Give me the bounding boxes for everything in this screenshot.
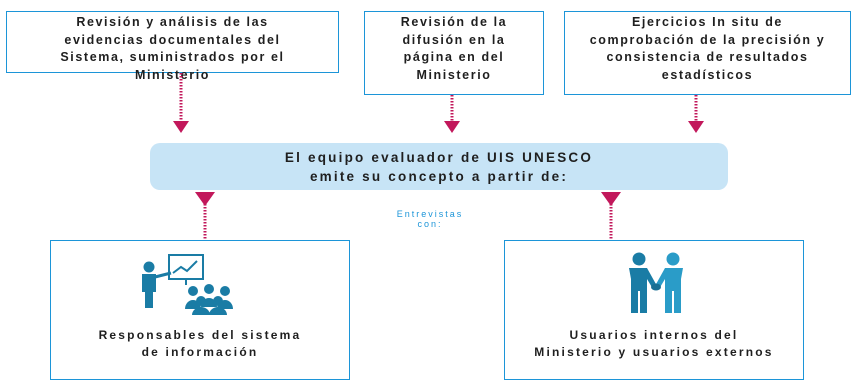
system-managers-label: Responsables del sistema de información xyxy=(51,327,349,361)
website-review-line: página en del xyxy=(403,50,505,64)
users-box: Usuarios internos del Ministerio y usuar… xyxy=(504,240,804,380)
users-line: Ministerio y usuarios externos xyxy=(534,345,774,359)
evaluator-line: El equipo evaluador de UIS UNESCO xyxy=(284,150,594,165)
website-review-line: Revisión de la xyxy=(400,15,508,29)
users-label: Usuarios internos del Ministerio y usuar… xyxy=(505,327,803,361)
document-review-line: Revisión y análisis de las xyxy=(76,15,269,29)
interviews-line: con: xyxy=(417,219,443,229)
document-review-line: evidencias documentales del xyxy=(64,32,281,47)
document-review-box: Revisión y análisis de las evidencias do… xyxy=(6,11,339,82)
in-situ-line: Ejercicios In situ de xyxy=(631,15,783,29)
connector-evaluator-to-system-managers xyxy=(195,192,215,240)
document-review-line: Sistema, suministrados por el xyxy=(60,50,285,64)
system-managers-box: Responsables del sistema de información xyxy=(50,240,350,380)
in-situ-line: consistencia de resultados xyxy=(606,50,809,64)
presenter-audience-icon xyxy=(142,254,233,315)
interviews-line: Entrevistas xyxy=(396,209,464,219)
system-managers-line: Responsables del sistema xyxy=(98,328,302,342)
handshake-icon xyxy=(629,252,683,313)
website-review-box: Revisión de la difusión en la página en … xyxy=(364,11,544,95)
users-line: Usuarios internos del xyxy=(569,328,739,342)
website-review-line: difusión en la xyxy=(402,32,506,47)
evaluator-band: El equipo evaluador de UIS UNESCO emite … xyxy=(150,143,728,190)
in-situ-line: comprobación de la precisión y xyxy=(589,32,826,47)
connector-documents-to-evaluator xyxy=(173,73,189,133)
system-managers-line: de información xyxy=(141,345,259,359)
website-review-line: Ministerio xyxy=(416,67,492,82)
evaluator-line: emite su concepto a partir de: xyxy=(309,169,569,184)
in-situ-exercises-box: Ejercicios In situ de comprobación de la… xyxy=(564,11,851,95)
interviews-note: Entrevistas con: xyxy=(380,209,480,229)
connector-evaluator-to-users xyxy=(601,192,621,240)
connector-in-situ-to-evaluator xyxy=(688,95,704,133)
in-situ-line: estadísticos xyxy=(661,67,754,82)
document-review-line: Ministerio xyxy=(134,67,211,82)
connector-website-to-evaluator xyxy=(444,95,460,133)
